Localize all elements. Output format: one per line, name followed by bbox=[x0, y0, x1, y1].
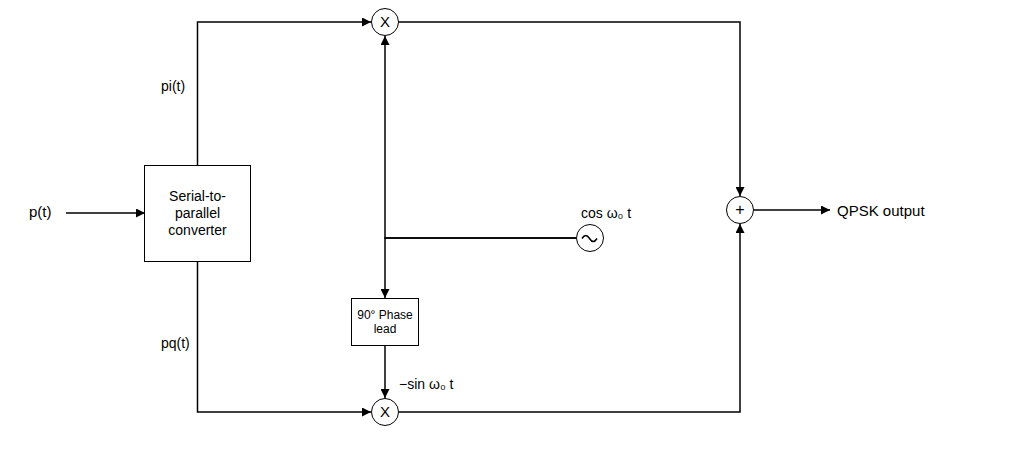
signal-label: pi(t) bbox=[160, 78, 186, 95]
input-signal-label: p(t) bbox=[28, 203, 53, 221]
signal-connector bbox=[399, 22, 740, 196]
node-text: + bbox=[735, 200, 744, 219]
signal-label: −sin ω₀ t bbox=[398, 376, 454, 393]
summer-circle: + bbox=[726, 196, 754, 224]
signal-connector bbox=[198, 22, 372, 165]
signal-label: cos ω₀ t bbox=[581, 205, 631, 222]
node-text: X bbox=[380, 403, 390, 421]
phase-shifter-box: 90° Phase lead bbox=[351, 298, 419, 346]
signal-connector bbox=[198, 262, 372, 412]
node-text: 90° Phase lead bbox=[356, 308, 414, 337]
output-label: QPSK output bbox=[836, 202, 926, 220]
signal-connector bbox=[399, 224, 740, 412]
node-text: X bbox=[380, 13, 390, 31]
multiplier-circle: X bbox=[371, 8, 399, 36]
signal-label: pq(t) bbox=[160, 335, 191, 352]
input-arrow bbox=[66, 212, 145, 214]
tilde-symbol bbox=[577, 225, 602, 250]
oscillator-circle: cos ω₀ t bbox=[576, 224, 604, 252]
signal-connector bbox=[385, 238, 576, 298]
converter-box: Serial-to-parallel converter bbox=[144, 165, 251, 262]
multiplier-circle: X bbox=[371, 398, 399, 426]
node-text: Serial-to-parallel converter bbox=[149, 188, 246, 238]
signal-connector bbox=[385, 36, 576, 238]
signal-connector bbox=[384, 346, 386, 398]
output-arrow bbox=[754, 209, 830, 211]
